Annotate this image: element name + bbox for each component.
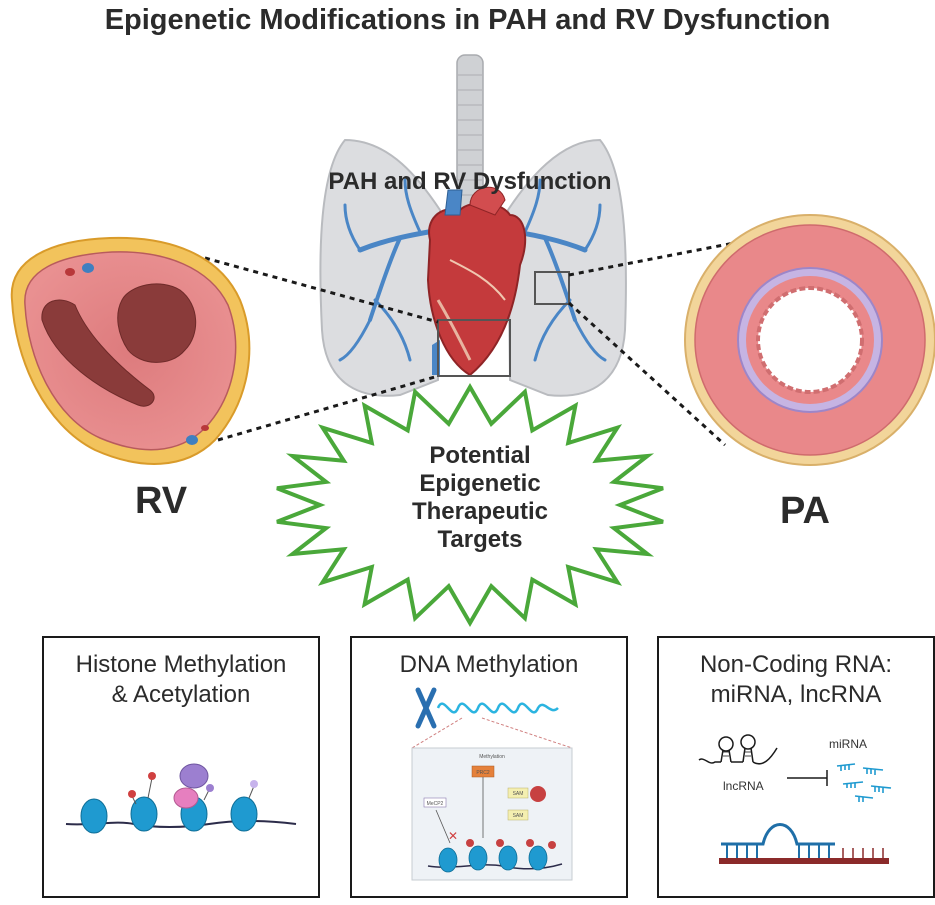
inset-title: Methylation [479,754,505,760]
star-line: Potential [429,442,531,469]
histone-illustration [65,763,297,834]
histone-box: Histone Methylation & Acetylation [42,636,320,898]
lung-zoom-box [534,271,570,305]
block-x-icon: ✕ [448,829,458,843]
figure-title: Epigenetic Modifications in PAH and RV D… [104,4,831,36]
mirna-label: miRNA [829,737,867,751]
mrna-strand [719,858,889,864]
star-line: Therapeutic [411,498,549,525]
title-line: & Acetylation [111,681,251,708]
mirna-fragments [836,763,892,802]
dna-methylation-box: DNA Methylation Methylation PRC2 SAM SAM… [350,636,628,898]
chromosome-icon [415,687,437,729]
dna-box-title: DNA Methylation [352,650,626,680]
rna-box-title: Non-Coding RNA: miRNA, lncRNA [659,650,933,710]
pa-cross-section [684,214,935,466]
heart-zoom-box [437,319,511,377]
star-line: Epigenetic [419,470,541,497]
starburst-shape [276,383,664,627]
rna-illustration: lncRNA miRNA [698,734,892,864]
starburst-text: Potential Epigenetic Therapeutic Targets [380,442,580,554]
lncrna-hairpin [698,734,778,765]
noncoding-rna-box: Non-Coding RNA: miRNA, lncRNA lncRNA miR… [657,636,935,898]
histone-box-title: Histone Methylation & Acetylation [44,650,318,710]
star-line: Targets [437,526,523,553]
center-label: PAH and RV Dysfunction [328,168,612,195]
rv-cross-section [10,236,251,465]
title-line: Histone Methylation [75,651,287,678]
dna-illustration: Methylation PRC2 SAM SAM MeCP2 ✕ [411,687,573,881]
rv-label: RV [135,480,188,522]
sam-label-1: SAM [513,791,524,797]
title-line: Non-Coding RNA: [699,651,893,678]
title-line: miRNA, lncRNA [710,681,882,708]
heart [426,186,527,377]
mecp2-label: MeCP2 [427,801,444,807]
title-line: DNA Methylation [399,651,579,678]
callout-lines [204,235,766,447]
sam-label-2: SAM [513,813,524,819]
mirna-strand [721,823,835,846]
prc2-label: PRC2 [476,770,490,776]
pa-label: PA [780,490,830,532]
dna-coil [436,702,559,714]
lncrna-label: lncRNA [723,779,764,793]
main-illustration [10,54,935,627]
